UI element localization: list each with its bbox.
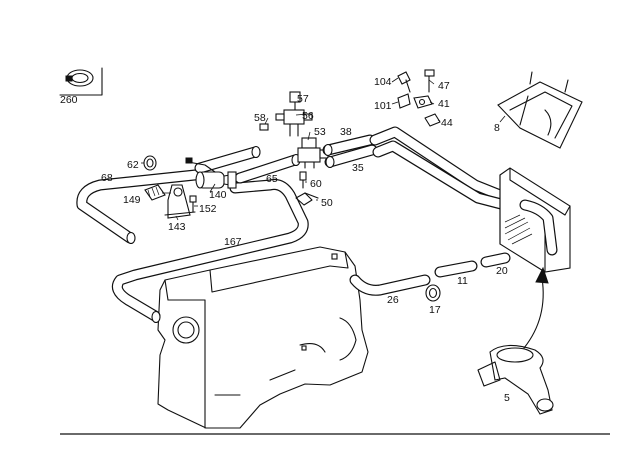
part-8-bracket	[497, 71, 583, 149]
hose-68	[76, 169, 201, 245]
callout-140: 140	[209, 189, 227, 201]
part-47-screw	[424, 69, 435, 93]
part-101	[397, 93, 411, 109]
callout-56: 56	[302, 110, 314, 122]
leader-lines	[141, 77, 506, 221]
callout-50: 50	[321, 197, 333, 209]
callout-58: 58	[254, 112, 266, 124]
heater-core	[499, 167, 571, 273]
hose-11	[434, 260, 478, 278]
hose-upper-140	[194, 145, 261, 174]
callout-26: 26	[387, 294, 399, 306]
callout-41: 41	[438, 98, 450, 110]
callout-44: 44	[441, 117, 453, 129]
part-149	[144, 184, 166, 201]
part-152-bolt	[189, 195, 197, 213]
callout-38: 38	[340, 126, 352, 138]
callout-labels: 260 104 47 101 41 44 8 57 58 56 53 38 35…	[60, 76, 510, 404]
callout-62: 62	[127, 159, 139, 171]
callout-101: 101	[374, 100, 392, 112]
part-17-ring	[425, 284, 441, 302]
assembly-arrow	[523, 266, 549, 349]
callout-104: 104	[374, 76, 392, 88]
part-62-grommet	[143, 155, 157, 171]
hose-26	[349, 274, 431, 296]
engine-block	[157, 246, 369, 429]
callout-68: 68	[101, 172, 113, 184]
part-53-valve	[297, 137, 329, 169]
part-60	[299, 171, 307, 189]
part-260-clamp	[59, 67, 103, 96]
callout-20: 20	[496, 265, 508, 277]
hose-35	[324, 144, 378, 169]
hose-20	[480, 252, 511, 268]
part-57-valve	[275, 91, 313, 137]
callout-260: 260	[60, 94, 78, 106]
part-5-duct	[477, 344, 554, 415]
callout-53: 53	[314, 126, 326, 138]
callout-167: 167	[224, 236, 242, 248]
callout-8: 8	[494, 122, 500, 134]
part-140-valve	[185, 157, 237, 189]
callout-60: 60	[310, 178, 322, 190]
part-44	[424, 113, 441, 127]
hose-38	[322, 134, 376, 157]
part-104	[397, 71, 411, 93]
callout-5: 5	[504, 392, 510, 404]
callout-47: 47	[438, 80, 450, 92]
callout-152: 152	[199, 203, 217, 215]
callout-17: 17	[429, 304, 441, 316]
callout-11: 11	[457, 275, 468, 287]
part-58	[259, 123, 269, 131]
callout-143: 143	[168, 221, 186, 233]
hose-167	[111, 179, 309, 324]
part-50-clip	[295, 192, 319, 206]
callout-65: 65	[266, 173, 278, 185]
callout-57: 57	[297, 93, 309, 105]
callout-35: 35	[352, 162, 364, 174]
callout-149: 149	[123, 194, 141, 206]
part-41	[413, 95, 433, 109]
heater-pipes	[369, 126, 511, 211]
part-143-bracket	[164, 184, 196, 219]
